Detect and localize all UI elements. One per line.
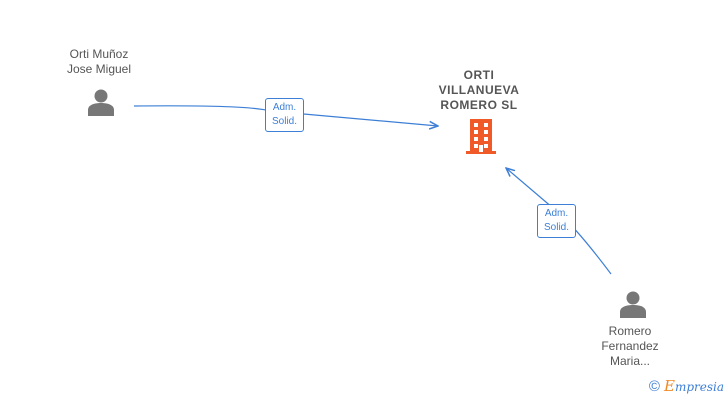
person-1-name-line2: Jose Miguel (66, 62, 132, 76)
brand-logo-initial: E (663, 377, 675, 395)
edge-label-person1[interactable]: Adm. Solid. (265, 98, 305, 132)
person-2-name-line3: Maria... (609, 354, 650, 368)
person-icon[interactable] (618, 289, 648, 319)
brand-logo-rest: mpresia (674, 380, 724, 394)
person-1-name[interactable]: Orti Muñoz Jose Miguel (49, 47, 149, 77)
company-name[interactable]: ORTI VILLANUEVA ROMERO SL (419, 68, 539, 113)
person-2-name-line2: Fernandez (601, 339, 659, 353)
person-1-name-line1: Orti Muñoz (69, 47, 129, 61)
building-icon[interactable] (464, 119, 498, 155)
person-icon[interactable] (86, 87, 116, 117)
edge-label-role-line1: Adm. (544, 208, 569, 219)
company-name-line3: ROMERO SL (440, 98, 518, 112)
person-2-name[interactable]: Romero Fernandez Maria... (580, 324, 680, 369)
edge-label-person2[interactable]: Adm. Solid. (537, 204, 577, 238)
edge-label-role-line2: Solid. (544, 222, 570, 233)
brand-logo: Empresia (664, 377, 724, 395)
edge-label-role-line1: Adm. (272, 102, 297, 113)
company-name-line1: ORTI (463, 68, 495, 82)
company-name-line2: VILLANUEVA (438, 83, 520, 97)
edge-label-role-line2: Solid. (272, 116, 298, 127)
copyright-icon: © (648, 377, 660, 395)
brand-watermark[interactable]: © Empresia (649, 377, 724, 395)
person-2-name-line1: Romero (608, 324, 652, 338)
